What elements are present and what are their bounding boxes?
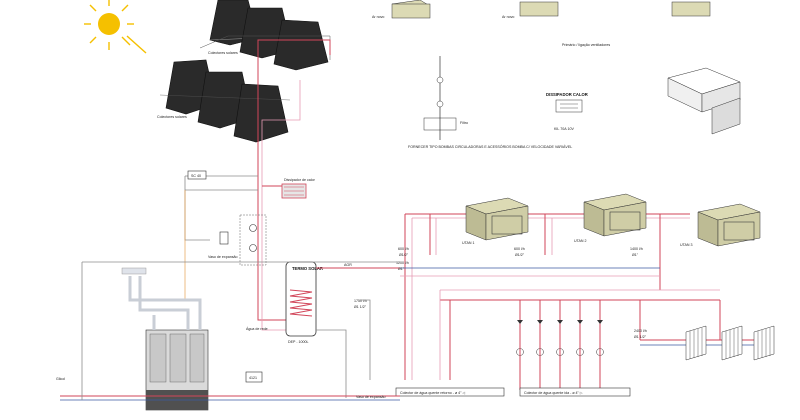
ar-novo-b: Ar novo: [502, 15, 514, 19]
air-handling-unit-icon: [697, 203, 761, 247]
valve-icon: [597, 320, 603, 324]
tank-model: DEP - 1000L: [288, 340, 309, 344]
ahu-unit-2: UTAN 2: [574, 193, 647, 243]
air-handling-unit-icon: [391, 0, 431, 19]
collectors-top-label: Colectores solares: [208, 51, 238, 55]
sun-icon: [84, 0, 147, 54]
valve-icon: [517, 320, 523, 324]
expansion-vessel-icon: [219, 231, 229, 245]
boiler-icon: [145, 329, 209, 411]
duct-detail: [667, 67, 741, 135]
collectors-bottom-label: Colectores solares: [157, 115, 187, 119]
solar-collector-row-top: Colectores solares: [199, 0, 331, 71]
pump-icon: [436, 76, 444, 84]
agr-label: AGR: [344, 263, 352, 267]
fluid-label: Glicol: [56, 377, 65, 381]
valve-icon: [537, 320, 543, 324]
diam-d: Ø1": [632, 253, 639, 257]
sc40-label: SC 40: [191, 174, 201, 178]
filtro-label: Filtro: [460, 121, 468, 125]
valve-manifold: [516, 300, 604, 390]
pump-icon: [249, 224, 257, 232]
air-handling-unit-icon: [671, 1, 711, 17]
ahu-unit-1: UTAN 1: [462, 197, 529, 245]
utan2-label: UTAN 2: [574, 239, 587, 243]
pumping-detail: Filtro FORNECER TIPO BOMBAS CIRCULADORAS…: [408, 56, 572, 149]
flow-600b: 600 l/h: [514, 247, 525, 251]
flow-1750: 1750 l/h: [354, 299, 367, 303]
pumping-note: FORNECER TIPO BOMBAS CIRCULADORAS E ACES…: [408, 144, 572, 149]
pump-icon: [249, 244, 257, 252]
solar-loop-pipes: [184, 39, 331, 331]
radiator-icon: [753, 325, 775, 361]
detail-ahu-a: Ar novo: [372, 0, 431, 19]
primary-note: Primário / ligação ventiladores: [562, 43, 610, 47]
air-handling-unit-icon: [465, 197, 529, 241]
utan3-label: UTAN 3: [680, 243, 693, 247]
left-feeder: Glicol Vaso de expansão: [56, 261, 400, 401]
diam-a: Ø1/2": [399, 253, 409, 257]
vaso-small-label: Vaso de expansão: [356, 395, 386, 399]
diam-b: Ø1/2": [515, 253, 525, 257]
pump-icon: [436, 100, 444, 108]
air-handling-unit-icon: [519, 1, 559, 17]
flow-1400: 1400 l/h: [630, 247, 643, 251]
radiator-icon: [685, 325, 707, 361]
detail-ahu-c: [671, 1, 711, 17]
flow-600a: 600 l/h: [398, 247, 409, 251]
dissipador-top: DISSIPADOR CALOR: [546, 92, 588, 97]
dissipador-detail: DISSIPADOR CALOR KIL 70A 10V: [546, 92, 588, 131]
solar-collector-row-bottom: Colectores solares: [157, 59, 291, 143]
dissipator-small: Dissipador de calor: [262, 178, 316, 199]
flow-1200: 1200 l/h: [396, 261, 409, 265]
pump-station: Vaso de expansão: [208, 214, 267, 266]
ida-label: Colector de água quente ida - ø 4" ▷: [524, 391, 584, 395]
radiator-group: [685, 325, 775, 361]
valve-icon: [557, 320, 563, 324]
tank-name: TERMO SOLAR: [292, 266, 323, 271]
boiler-group: 4121: [121, 267, 263, 411]
ahu-unit-3: UTAN 3: [680, 203, 761, 247]
utan1-label: UTAN 1: [462, 241, 475, 245]
solar-controller: SC 40: [187, 170, 207, 180]
retorno-label: Colector de água quente retorno - ø 4" ◁: [400, 391, 466, 395]
tag-4121: 4121: [249, 376, 257, 380]
diam-c: Ø1": [398, 267, 405, 271]
diam-e: Ø1 1/2": [354, 305, 367, 309]
dissipador-specs: KIL 70A 10V: [554, 127, 574, 131]
air-handling-unit-icon: [583, 193, 647, 237]
solar-collector-icon: [233, 83, 289, 143]
diam-f: Ø1 1/2": [634, 335, 647, 339]
valve-icon: [577, 320, 583, 324]
flow-2400: 2400 l/h: [634, 329, 647, 333]
solar-collector-icon: [273, 19, 329, 71]
agua-rede-label: Água de rede: [246, 327, 268, 331]
dissipador-small-label: Dissipador de calor: [284, 178, 316, 182]
vaso-exp-label: Vaso de expansão: [208, 255, 238, 259]
detail-ahu-b: Ar novo Primário / ligação ventiladores: [502, 1, 610, 47]
radiator-icon: [721, 325, 743, 361]
manifold-headers: Colector de água quente retorno - ø 4" ◁…: [395, 387, 631, 397]
ar-novo-a: Ar novo: [372, 15, 384, 19]
